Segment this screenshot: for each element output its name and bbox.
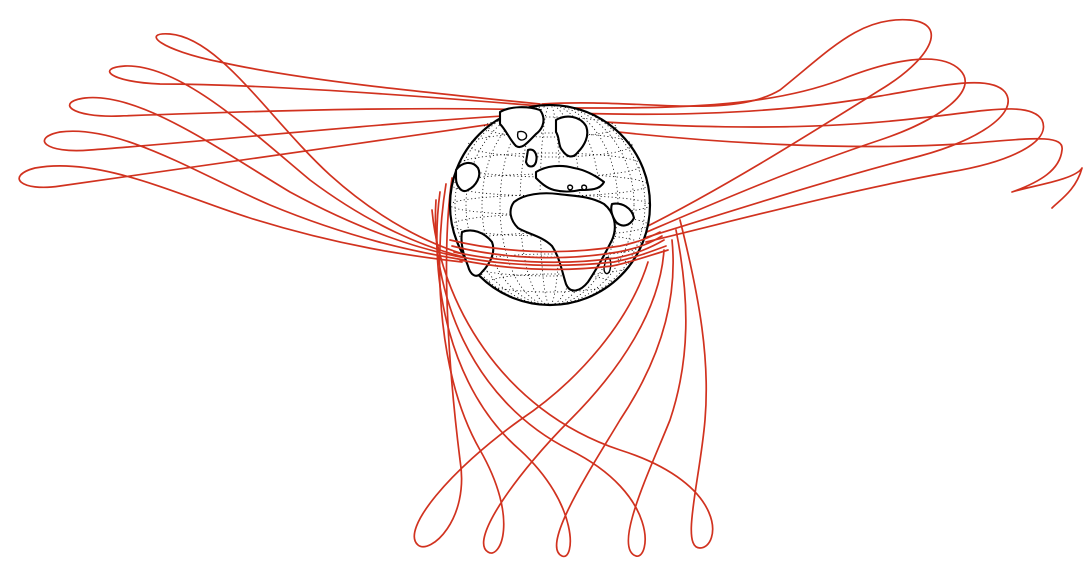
iceland-outline (518, 131, 527, 140)
britain-outline (526, 150, 537, 167)
earth-globe-icon (450, 105, 650, 305)
